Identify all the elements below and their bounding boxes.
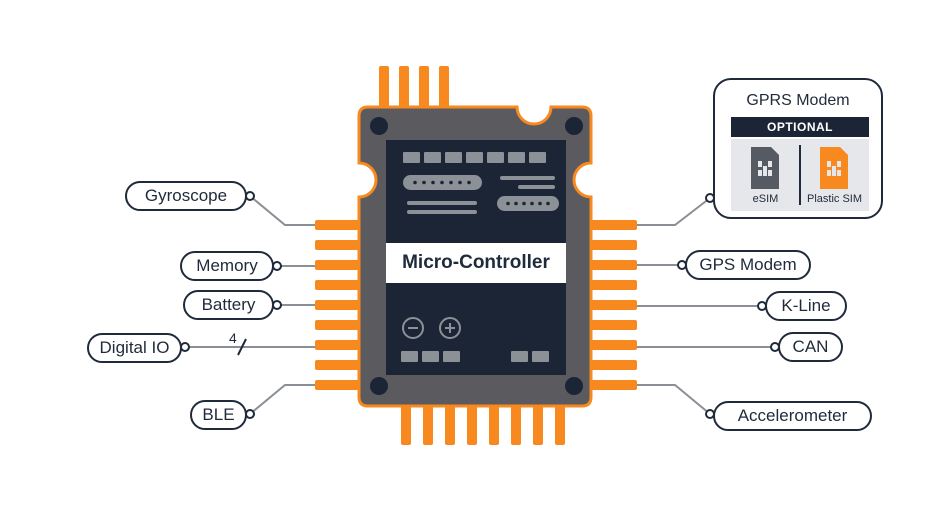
plastic-sim-label: Plastic SIM — [806, 193, 862, 205]
esim-option: eSIM — [731, 139, 800, 211]
chip-pin-right — [587, 360, 637, 370]
chip-screws — [370, 117, 583, 395]
chip-pin-left — [315, 360, 365, 370]
chip-pin-right — [587, 300, 637, 310]
screw-icon — [370, 117, 388, 135]
chip-pin-bottom — [467, 400, 477, 445]
ble-label: BLE — [190, 400, 247, 430]
right-connectors — [635, 197, 775, 415]
chip-pin-left — [315, 240, 365, 250]
chip-pin-right — [587, 240, 637, 250]
chip-module-row — [403, 152, 546, 163]
gprs-modem-title: GPRS Modem — [746, 92, 850, 109]
chip-pin-bottom — [555, 400, 565, 445]
gprs-modem-card: GPRS Modem OPTIONAL eSIM — [713, 78, 883, 219]
chip-traces — [407, 176, 555, 214]
chip-pin-right — [587, 340, 637, 350]
screw-icon — [565, 117, 583, 135]
chip-pin-bottom — [401, 400, 411, 445]
chip-pin-bottom — [511, 400, 521, 445]
plastic-sim-option: Plastic SIM — [800, 139, 869, 211]
sim-card-icon — [820, 147, 848, 189]
screw-icon — [565, 377, 583, 395]
chip-pin-top — [379, 66, 389, 114]
chip-pin-top — [439, 66, 449, 114]
chip-pin-right — [587, 320, 637, 330]
chip-pin-bottom — [533, 400, 543, 445]
chip-pins — [315, 66, 637, 445]
chip-pin-left — [315, 220, 365, 230]
chip-pin-left — [315, 300, 365, 310]
chip-pin-right — [587, 260, 637, 270]
chip-pin-right — [587, 380, 637, 390]
sim-divider — [799, 145, 801, 205]
digital-io-bus-width: 4 — [229, 330, 237, 346]
chip-pin-left — [315, 280, 365, 290]
chip-pin-bottom — [489, 400, 499, 445]
digital-io-label: Digital IO — [87, 333, 182, 363]
screw-icon — [370, 377, 388, 395]
bus-slash-icon — [237, 338, 247, 356]
battery-label: Battery — [183, 290, 274, 320]
minus-icon — [402, 317, 424, 339]
sim-options: eSIM Plastic SIM — [731, 139, 869, 211]
chip-bottom-pads — [401, 351, 549, 362]
left-connectors — [185, 195, 320, 415]
accelerometer-label: Accelerometer — [713, 401, 872, 431]
chip-header-left — [403, 175, 482, 190]
chip-header-right — [497, 196, 559, 211]
chip-pin-right — [587, 280, 637, 290]
chip-pin-bottom — [445, 400, 455, 445]
chip-pin-left — [315, 320, 365, 330]
chip-pin-left — [315, 380, 365, 390]
gyroscope-connector-line — [249, 195, 320, 226]
chip-pin-left — [315, 340, 365, 350]
optional-badge: OPTIONAL — [731, 117, 869, 137]
gyroscope-label: Gyroscope — [125, 181, 247, 211]
k-line-label: K-Line — [765, 291, 847, 321]
can-label: CAN — [778, 332, 843, 362]
esim-label: eSIM — [752, 193, 779, 205]
chip-pin-top — [419, 66, 429, 114]
accelerometer-connector-line — [635, 384, 711, 415]
ble-connector-line — [249, 384, 320, 415]
plus-icon — [439, 317, 461, 339]
gprs-modem-connector-line — [635, 197, 711, 226]
chip-pin-top — [399, 66, 409, 114]
memory-label: Memory — [180, 251, 274, 281]
esim-card-icon — [751, 147, 779, 189]
chip-pin-left — [315, 260, 365, 270]
chip-pin-right — [587, 220, 637, 230]
chip-pin-bottom — [423, 400, 433, 445]
chip-title: Micro-Controller — [386, 243, 566, 283]
gps-modem-label: GPS Modem — [685, 250, 811, 280]
